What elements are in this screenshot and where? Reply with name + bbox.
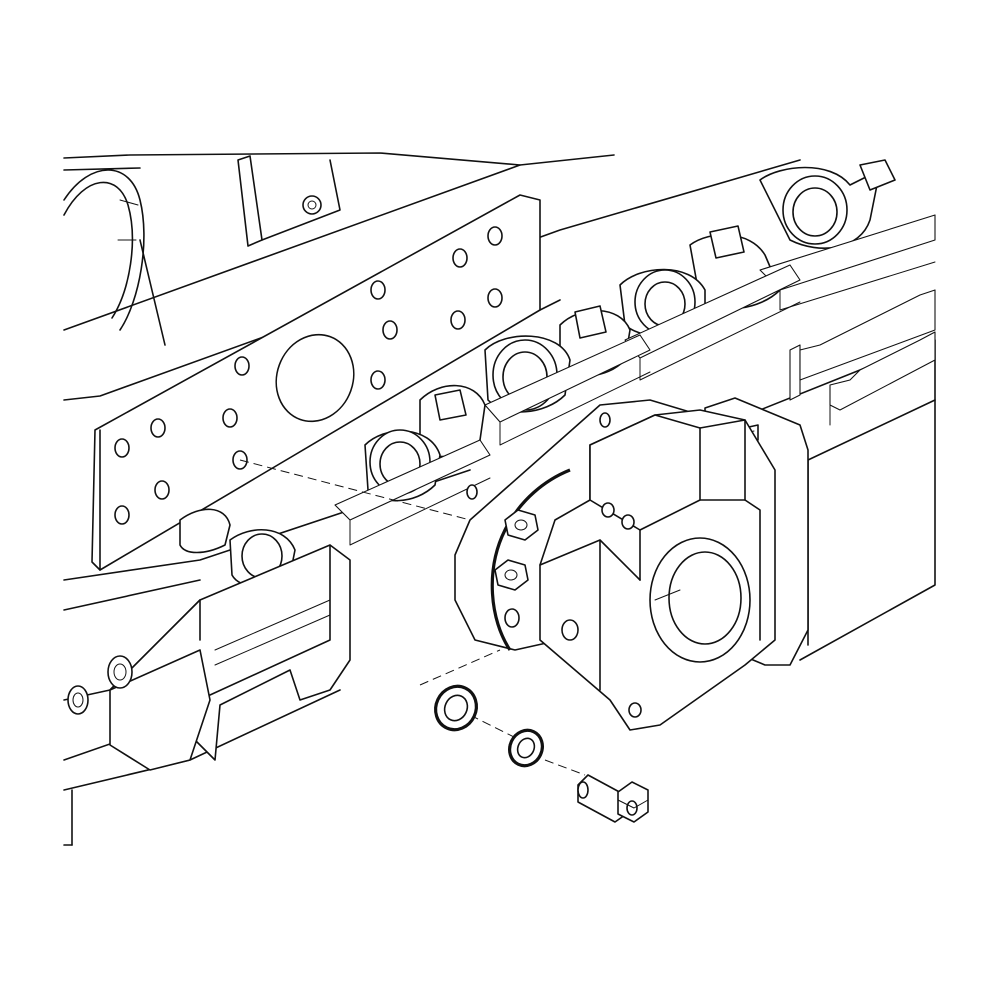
track-shoes xyxy=(67,214,936,771)
track-shoe-5 xyxy=(334,439,491,546)
housing-ring-rim xyxy=(490,468,571,651)
assembly-center-lines xyxy=(239,459,586,776)
ring-bolt-upper xyxy=(504,509,539,541)
bearing-housing xyxy=(454,397,809,731)
track-chain-link-1 xyxy=(759,159,896,249)
track-shoe-7 xyxy=(67,649,211,771)
housing-bore-inner xyxy=(668,551,742,645)
lock-washer xyxy=(508,728,544,768)
mounting-plate xyxy=(91,194,561,571)
track-shoe-1 xyxy=(759,214,936,401)
track-shoe-2 xyxy=(829,331,936,426)
ring-bolt-lower xyxy=(494,559,529,591)
hex-bolt xyxy=(577,774,649,823)
flat-washer xyxy=(434,684,478,732)
track-shoe-4 xyxy=(484,334,651,446)
